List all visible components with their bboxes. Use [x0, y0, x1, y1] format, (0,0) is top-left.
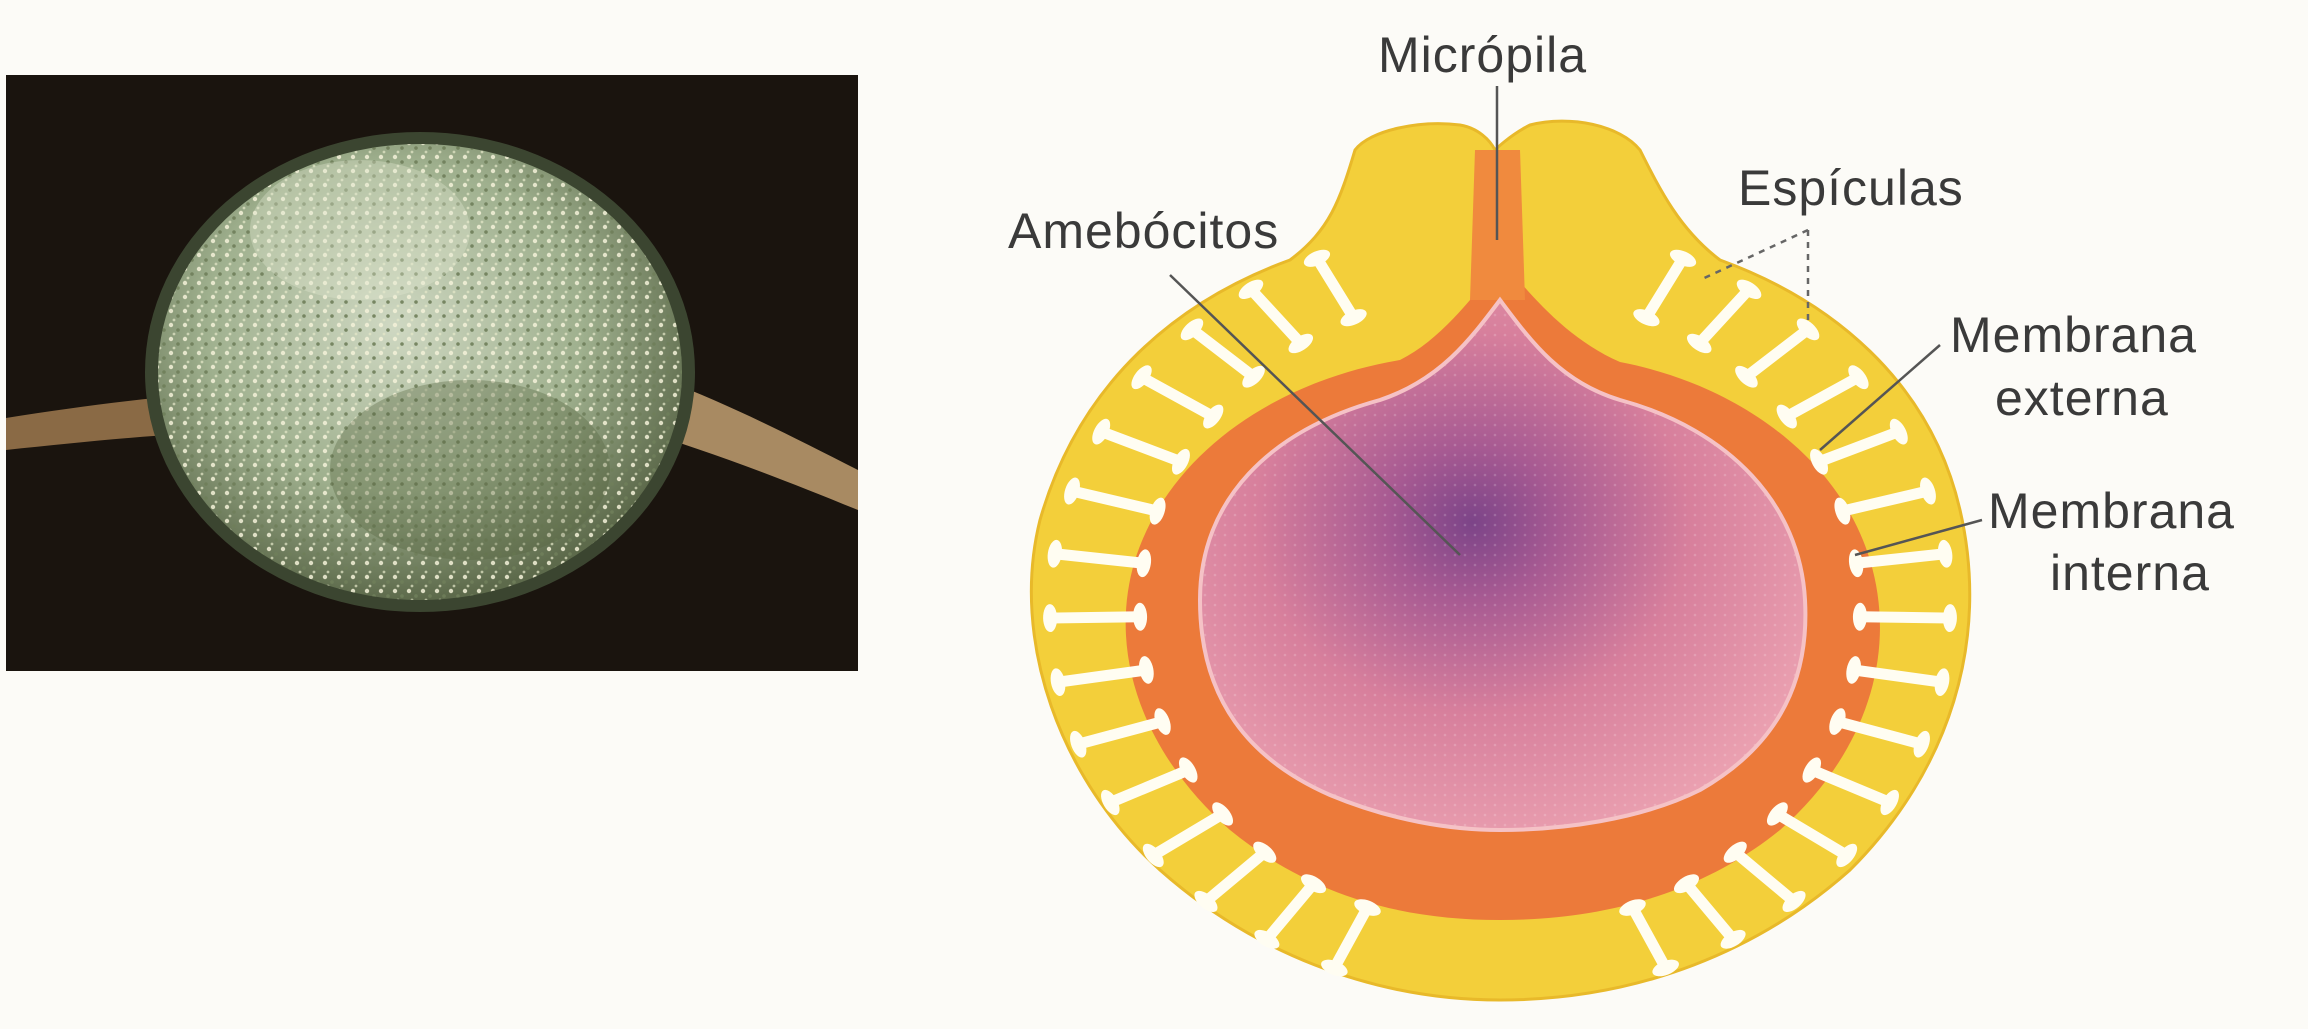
label-micropyle: Micrópila: [1378, 27, 1587, 83]
label-outer-membrane-line2: externa: [1995, 370, 2169, 426]
sponge-photo: [6, 75, 858, 671]
label-inner-membrane-line2: interna: [2050, 545, 2210, 601]
label-spicules: Espículas: [1738, 160, 1964, 216]
label-amebocytes: Amebócitos: [1008, 203, 1279, 259]
spicule: [1860, 617, 1950, 618]
spicule: [1050, 617, 1140, 618]
label-outer-membrane-line1: Membrana: [1950, 307, 2197, 363]
label-inner-membrane-line1: Membrana: [1988, 483, 2235, 539]
